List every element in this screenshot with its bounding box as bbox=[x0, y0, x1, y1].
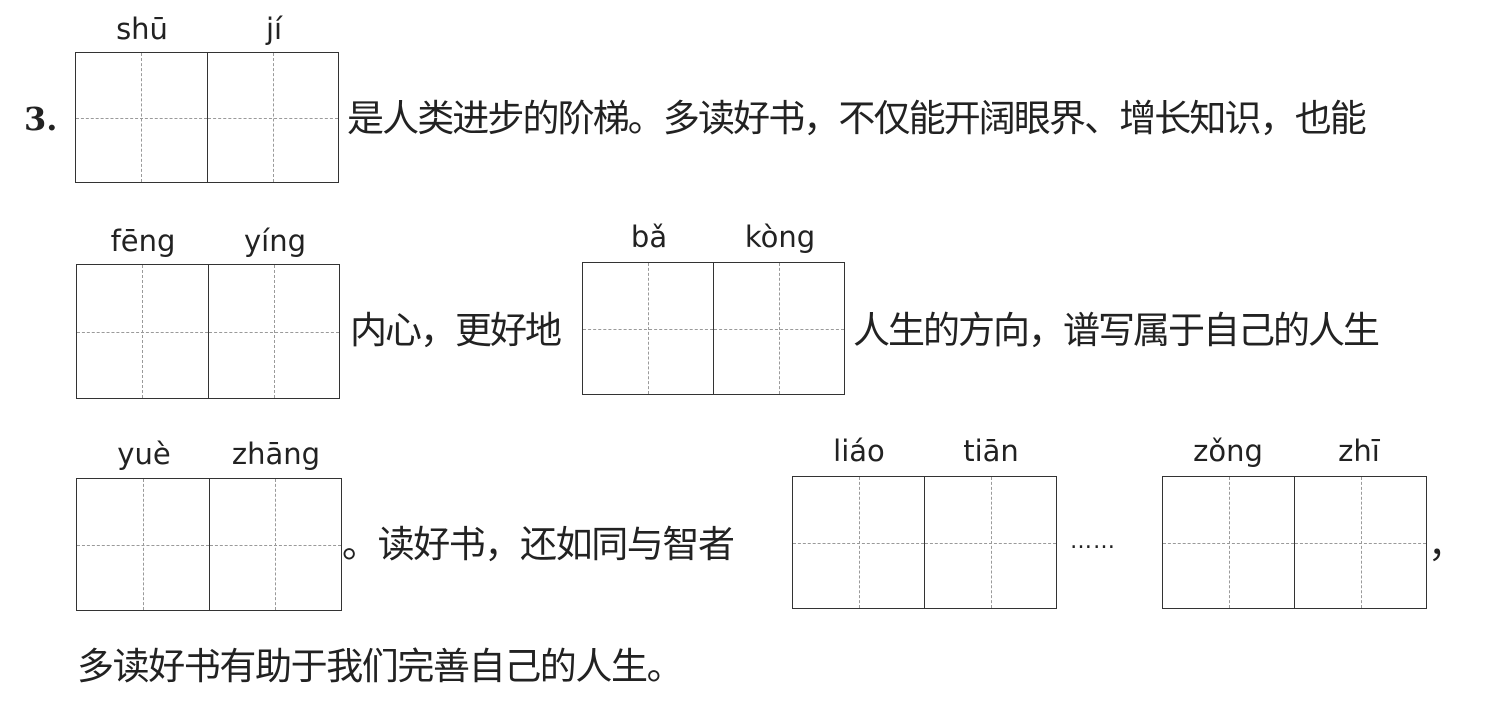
grid-cell[interactable] bbox=[206, 53, 339, 182]
answer-grid-yuezhang[interactable] bbox=[76, 478, 342, 611]
pinyin-zhang: zhāng bbox=[231, 437, 321, 471]
ellipsis: …… bbox=[1070, 529, 1116, 554]
pinyin-ying: yíng bbox=[243, 224, 306, 258]
sentence-line-3a: 。读好书，还如同与智者 bbox=[342, 523, 735, 566]
grid-cell[interactable] bbox=[713, 263, 844, 394]
pinyin-liao: liáo bbox=[833, 434, 885, 468]
grid-cell[interactable] bbox=[583, 263, 713, 394]
grid-cell[interactable] bbox=[1163, 477, 1294, 608]
pinyin-zong: zǒng bbox=[1193, 434, 1263, 468]
sentence-line-1: 是人类进步的阶梯。多读好书，不仅能开阔眼界、增长知识，也能 bbox=[347, 97, 1367, 140]
answer-grid-bakong[interactable] bbox=[582, 262, 845, 395]
pinyin-shu: shū bbox=[116, 12, 168, 46]
sentence-comma: ， bbox=[1428, 523, 1465, 566]
grid-cell[interactable] bbox=[1294, 477, 1426, 608]
grid-cell[interactable] bbox=[76, 53, 207, 182]
grid-cell[interactable] bbox=[208, 479, 342, 610]
answer-grid-liaotian[interactable] bbox=[792, 476, 1057, 609]
pinyin-yue: yuè bbox=[117, 437, 171, 471]
question-number: 3. bbox=[24, 100, 58, 138]
answer-grid-fengying[interactable] bbox=[76, 264, 340, 399]
grid-cell[interactable] bbox=[793, 477, 924, 608]
pinyin-tian: tiān bbox=[963, 434, 1019, 468]
grid-cell[interactable] bbox=[924, 477, 1056, 608]
pinyin-feng: fēng bbox=[110, 224, 176, 258]
grid-cell[interactable] bbox=[207, 265, 340, 398]
sentence-line-2b: 人生的方向，谱写属于自己的人生 bbox=[853, 309, 1380, 352]
pinyin-ji: jí bbox=[265, 12, 283, 46]
grid-cell[interactable] bbox=[77, 479, 209, 610]
grid-cell[interactable] bbox=[77, 265, 208, 398]
pinyin-zhi: zhī bbox=[1338, 434, 1380, 468]
answer-grid-shuji[interactable] bbox=[75, 52, 339, 183]
sentence-line-2a: 内心，更好地 bbox=[350, 309, 562, 352]
pinyin-kong: kòng bbox=[744, 220, 816, 254]
answer-grid-zongzhi[interactable] bbox=[1162, 476, 1427, 609]
sentence-line-4: 多读好书有助于我们完善自己的人生。 bbox=[77, 645, 684, 688]
pinyin-ba: bǎ bbox=[630, 220, 668, 254]
